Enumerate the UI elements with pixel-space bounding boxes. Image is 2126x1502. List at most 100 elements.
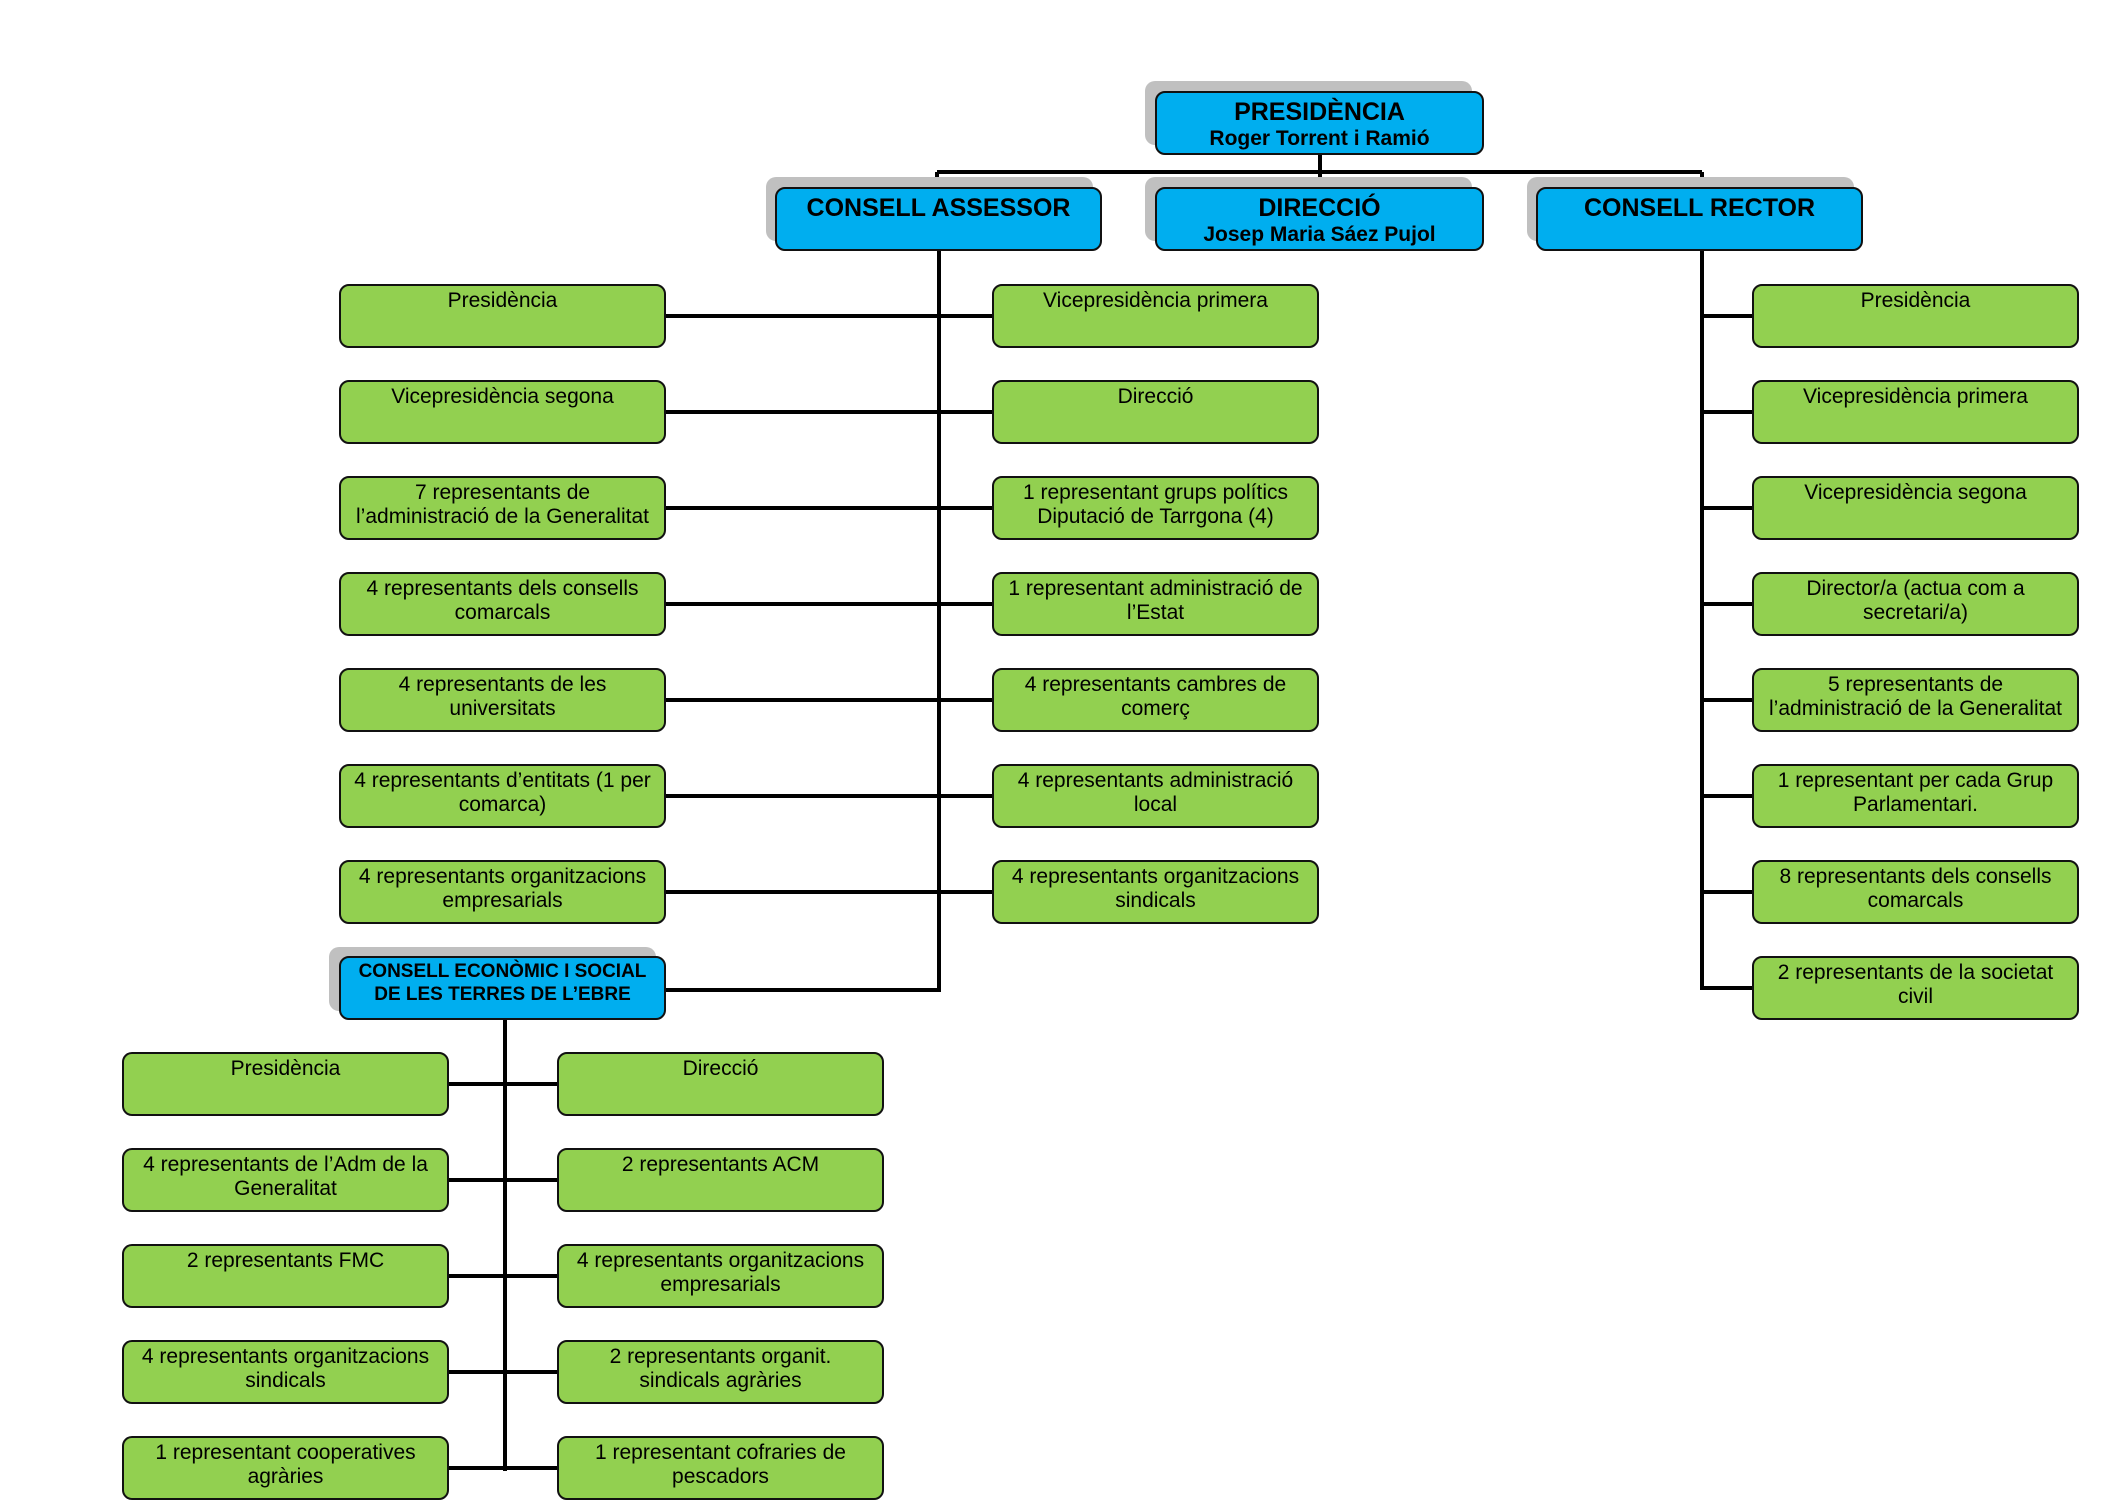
rector-member-2: Vicepresidència primera: [1752, 380, 2079, 444]
direccio-name: Josep Maria Sáez Pujol: [1203, 222, 1436, 246]
member-label-line: empresarials: [660, 1273, 781, 1297]
consell-assessor-title: CONSELL ASSESSOR: [806, 194, 1071, 222]
member-label-line: comerç: [1121, 697, 1190, 721]
assessor-left-member-2: Vicepresidència segona: [339, 380, 666, 444]
member-label-line: comarca): [458, 793, 547, 817]
member-label-line: comarcals: [1867, 889, 1964, 913]
member-label-line: Presidència: [1860, 289, 1971, 312]
member-label-line: 4 representants organitzacions: [141, 1345, 430, 1368]
member-label-line: universitats: [449, 697, 556, 721]
member-label-line: 4 representants organitzacions: [1011, 865, 1300, 888]
member-label-line: Vicepresidència segona: [1804, 481, 2027, 504]
member-label-line: sindicals: [1115, 889, 1196, 913]
member-label-line: 1 representant cofraries de: [595, 1441, 846, 1464]
member-label-line: Parlamentari.: [1853, 793, 1978, 817]
member-label-line: 5 representants de: [1827, 673, 2004, 696]
member-label-line: l’administració de la Generalitat: [356, 505, 649, 529]
assessor-right-member-1: Vicepresidència primera: [992, 284, 1319, 348]
member-label-line: 1 representant grups polítics: [1023, 481, 1288, 504]
direccio-box: DIRECCIÓ Josep Maria Sáez Pujol: [1155, 187, 1484, 251]
ces-left-member-1: Presidència: [122, 1052, 449, 1116]
ces-right-member-1: Direcció: [557, 1052, 884, 1116]
presidencia-box: PRESIDÈNCIA Roger Torrent i Ramió: [1155, 91, 1484, 155]
consell-rector-box: CONSELL RECTOR: [1536, 187, 1863, 251]
member-label-line: 1 representant administració de: [1008, 577, 1303, 600]
member-label-line: l’Estat: [1126, 601, 1185, 625]
member-label-line: civil: [1898, 985, 1933, 1009]
member-label-line: Director/a (actua com a: [1806, 577, 2025, 600]
ces-left-member-3: 2 representants FMC: [122, 1244, 449, 1308]
member-label-line: 4 representants organitzacions: [358, 865, 647, 888]
member-label-line: secretari/a): [1862, 601, 1969, 625]
ces-title-line2: DE LES TERRES DE L’EBRE: [374, 983, 631, 1005]
ces-title-line1: CONSELL ECONÒMIC I SOCIAL: [358, 961, 647, 982]
member-label-line: 4 representants de l’Adm de la: [143, 1153, 428, 1176]
member-label-line: local: [1133, 793, 1178, 817]
rector-member-1: Presidència: [1752, 284, 2079, 348]
member-label-line: 2 representants FMC: [186, 1249, 385, 1272]
member-label-line: agràries: [247, 1465, 324, 1489]
member-label-line: 4 representants cambres de: [1024, 673, 1287, 696]
assessor-right-member-2: Direcció: [992, 380, 1319, 444]
member-label-line: 4 representants d’entitats (1 per: [354, 769, 651, 792]
rector-member-3: Vicepresidència segona: [1752, 476, 2079, 540]
member-label-line: pescadors: [672, 1465, 769, 1489]
member-label-line: 2 representants de la societat: [1777, 961, 2054, 984]
direccio-title: DIRECCIÓ: [1258, 194, 1381, 222]
member-label-line: sindicals: [245, 1369, 326, 1393]
member-label-line: 8 representants dels consells: [1779, 865, 2052, 888]
member-label-line: 2 representants organit.: [609, 1345, 832, 1368]
member-label-line: l’administració de la Generalitat: [1769, 697, 2062, 721]
consell-rector-title: CONSELL RECTOR: [1583, 194, 1816, 222]
member-label-line: 2 representants ACM: [621, 1153, 820, 1176]
ces-right-member-2: 2 representants ACM: [557, 1148, 884, 1212]
member-label-line: Generalitat: [234, 1177, 337, 1201]
ces-box: CONSELL ECONÒMIC I SOCIAL DE LES TERRES …: [339, 956, 666, 1020]
member-label-line: 4 representants organitzacions: [576, 1249, 865, 1272]
member-label-line: empresarials: [442, 889, 563, 913]
consell-assessor-box: CONSELL ASSESSOR: [775, 187, 1102, 251]
member-label-line: 1 representant cooperatives: [155, 1441, 416, 1464]
member-label-line: 1 representant per cada Grup: [1777, 769, 2054, 792]
presidencia-name: Roger Torrent i Ramió: [1209, 126, 1430, 150]
member-label-line: Diputació de Tarrgona (4): [1037, 505, 1274, 529]
member-label-line: 4 representants de les: [398, 673, 607, 696]
member-label-line: 7 representants de: [414, 481, 591, 504]
member-label-line: Direcció: [682, 1057, 759, 1080]
assessor-left-member-1: Presidència: [339, 284, 666, 348]
member-label-line: Presidència: [447, 289, 558, 312]
ces-right-member-4: 2 representants organit.sindicals agràri…: [557, 1340, 884, 1404]
member-label-line: Vicepresidència segona: [391, 385, 614, 408]
member-label-line: comarcals: [454, 601, 551, 625]
member-label-line: Vicepresidència primera: [1803, 385, 2028, 408]
presidencia-title: PRESIDÈNCIA: [1234, 98, 1405, 126]
member-label-line: sindicals agràries: [639, 1369, 802, 1393]
member-label-line: 4 representants administració: [1017, 769, 1294, 792]
member-label-line: Vicepresidència primera: [1043, 289, 1268, 312]
member-label-line: 4 representants dels consells: [366, 577, 639, 600]
member-label-line: Presidència: [230, 1057, 341, 1080]
member-label-line: Direcció: [1117, 385, 1194, 408]
